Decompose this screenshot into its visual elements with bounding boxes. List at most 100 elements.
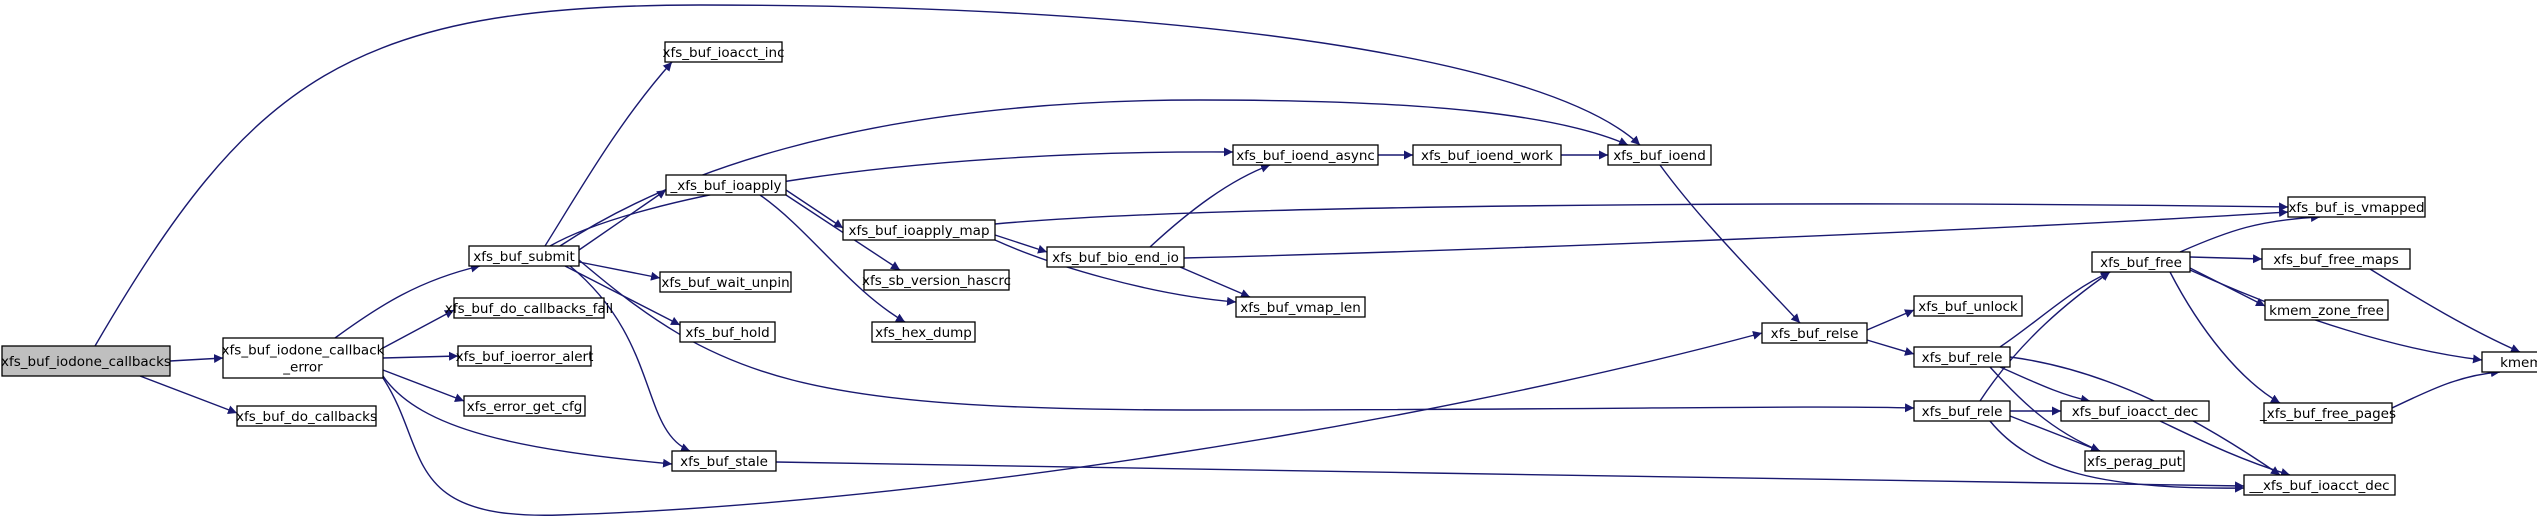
node-error-get-cfg[interactable]: xfs_error_get_cfg xyxy=(463,395,586,417)
edge-line xyxy=(1179,266,1251,298)
node-label: xfs_buf_relse xyxy=(1771,326,1859,342)
node-box xyxy=(871,321,976,343)
edge-rele_a-to-ioacct_dec xyxy=(1999,366,2091,404)
node-box xyxy=(2264,299,2389,321)
edge-line xyxy=(139,375,238,414)
node-box xyxy=(842,219,996,241)
node-ioapply-map[interactable]: xfs_buf_ioapply_map xyxy=(842,219,996,241)
edge-relse-to-unlock xyxy=(1866,309,1915,331)
node-sb-hascrc[interactable]: xfs_sb_version_hascrc xyxy=(862,269,1011,291)
node-layer: xfs_buf_iodone_callbacks xfs_buf_iodone_c… xyxy=(1,41,2537,496)
node-root[interactable]: xfs_buf_iodone_callbacks xyxy=(1,345,171,377)
edge-line xyxy=(2189,254,2263,264)
node-box xyxy=(2263,402,2393,424)
edge-ioapply-to-hex_dump xyxy=(759,194,906,323)
edge-line xyxy=(382,330,1763,516)
edge-line xyxy=(2179,212,2321,253)
edge-line xyxy=(2159,420,2291,477)
edge-line xyxy=(2009,356,2281,476)
edge-free-to-free_maps xyxy=(2189,254,2263,264)
node-stale[interactable]: xfs_buf_stale xyxy=(671,450,777,472)
node-rele-b[interactable]: xfs_buf_rele xyxy=(1913,400,2011,422)
node-box xyxy=(222,337,384,379)
edge-submit-to-ioend xyxy=(559,99,1629,247)
edge-relse-to-rele_a xyxy=(1866,339,1915,356)
edge-rele_b-to-__ioacct_dec xyxy=(1989,420,2245,493)
node-do-callbacks[interactable]: xfs_buf_do_callbacks xyxy=(236,405,377,427)
node-wait-unpin[interactable]: xfs_buf_wait_unpin xyxy=(659,271,792,293)
node-ioapply[interactable]: _xfs_buf_ioapply xyxy=(665,174,787,196)
edge-rele_a-to-perag_put xyxy=(1989,366,2101,452)
node-free-maps[interactable]: xfs_buf_free_maps xyxy=(2261,248,2411,270)
node-submit[interactable]: xfs_buf_submit xyxy=(468,245,580,267)
edge-line xyxy=(578,259,1915,413)
edge-line xyxy=(1866,309,1915,331)
edge-line xyxy=(94,4,1641,347)
edge-bio_end_io-to-is_vmapped xyxy=(1183,208,2289,259)
node-box xyxy=(1913,346,2011,368)
node-label: xfs_buf_ioacct_dec xyxy=(2072,404,2199,420)
node-rele-a[interactable]: xfs_buf_rele xyxy=(1913,346,2011,368)
node-box xyxy=(463,395,586,417)
node-do-cb-fail[interactable]: xfs_buf_do_callbacks_fail xyxy=(445,297,613,319)
node-box xyxy=(468,245,580,267)
edge-rele_b-to-free xyxy=(1979,271,2111,402)
node-box xyxy=(863,269,1010,291)
node-ioacct-dec[interactable]: xfs_buf_ioacct_dec xyxy=(2060,400,2210,422)
edge-line xyxy=(994,239,1237,306)
edge-line xyxy=(1659,164,1801,324)
node-box xyxy=(1046,246,1185,268)
node-free-pages[interactable]: _xfs_buf_free_pages xyxy=(2259,402,2396,424)
node-label: xfs_buf_bio_end_io xyxy=(1052,250,1179,266)
edge-ioapply_map-to-vmap_len xyxy=(994,239,1237,306)
node-ioerror-alert[interactable]: xfs_buf_ioerror_alert xyxy=(456,345,594,367)
edge-rele_a-to-__ioacct_dec xyxy=(2009,356,2281,476)
node-label: xfs_buf_free xyxy=(2100,255,2182,271)
node-is-vmapped[interactable]: xfs_buf_is_vmapped xyxy=(2287,196,2426,218)
edge-line xyxy=(1989,420,2245,493)
node-box xyxy=(2091,251,2191,273)
node-label: xfs_buf_ioend_async xyxy=(1236,148,1375,164)
node-ioend-work[interactable]: xfs_buf_ioend_work xyxy=(1412,144,1562,166)
node-box xyxy=(659,271,792,293)
node-bio-end-io[interactable]: xfs_buf_bio_end_io xyxy=(1046,246,1185,268)
edge-line xyxy=(1979,271,2111,402)
node-box xyxy=(1913,295,2023,317)
node-box xyxy=(453,297,605,319)
node-label: xfs_buf_rele xyxy=(1922,404,2003,420)
node-ioend[interactable]: xfs_buf_ioend xyxy=(1607,144,1712,166)
node-box xyxy=(671,450,777,472)
node-label: xfs_buf_ioacct_inc xyxy=(662,45,784,61)
node-label: xfs_buf_submit xyxy=(473,249,575,265)
node-box xyxy=(2084,450,2185,472)
node-label: xfs_buf_iodone_callback xyxy=(222,343,385,359)
edge-line xyxy=(785,189,844,229)
node-unlock[interactable]: xfs_buf_unlock xyxy=(1913,295,2023,317)
node-label: xfs_buf_ioend_work xyxy=(1421,148,1553,164)
node-label: xfs_buf_stale xyxy=(680,454,768,470)
node-relse[interactable]: xfs_buf_relse xyxy=(1761,322,1868,344)
edge-line xyxy=(549,147,1234,247)
node-box xyxy=(2287,196,2426,218)
node-label: xfs_buf_ioend xyxy=(1613,148,1706,164)
node-vmap-len[interactable]: xfs_buf_vmap_len xyxy=(1235,296,1366,318)
edge-line xyxy=(1866,339,1915,356)
node-box xyxy=(2060,400,2210,422)
edge-line xyxy=(569,265,691,452)
edge-cb_error-to-ioerror_alert xyxy=(382,351,459,361)
edge-line xyxy=(578,189,667,251)
edge-line xyxy=(382,309,455,349)
node-free[interactable]: xfs_buf_free xyxy=(2091,251,2191,273)
node-kmem-free[interactable]: kmem_free xyxy=(2481,351,2537,373)
node-ioend-async[interactable]: xfs_buf_ioend_async xyxy=(1232,144,1379,166)
node-perag-put[interactable]: xfs_perag_put xyxy=(2084,450,2185,472)
node-box xyxy=(2261,248,2411,270)
node---ioacct-dec[interactable]: __xfs_buf_ioacct_dec xyxy=(2243,474,2396,496)
edge-cb_error-to-submit xyxy=(334,263,481,339)
node-label: xfs_buf_do_callbacks xyxy=(236,409,377,425)
node-kmem-zone-free[interactable]: kmem_zone_free xyxy=(2264,299,2389,321)
node-cb-error[interactable]: xfs_buf_iodone_callback_error xyxy=(222,337,385,379)
node-hold[interactable]: xfs_buf_hold xyxy=(679,321,776,343)
node-ioacct-inc[interactable]: xfs_buf_ioacct_inc xyxy=(662,41,785,63)
node-hex-dump[interactable]: xfs_hex_dump xyxy=(871,321,976,343)
